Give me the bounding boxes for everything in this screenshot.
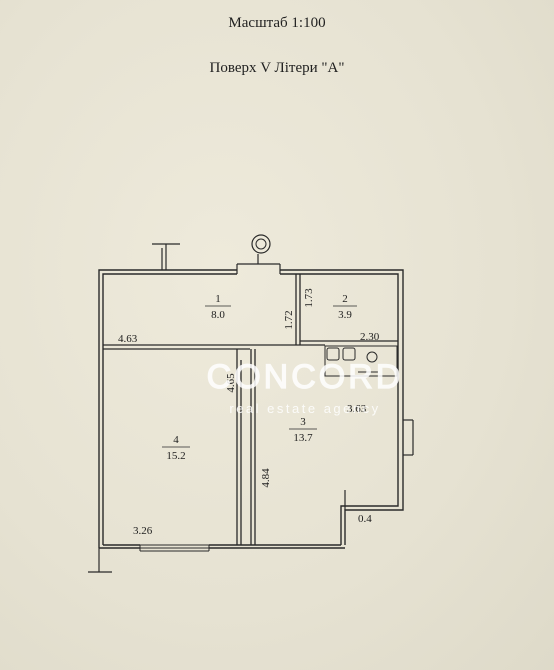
- vent-stub: [152, 243, 180, 270]
- dim-2-30: 2.30: [360, 331, 380, 343]
- dim-1-72: 1.72: [283, 310, 295, 329]
- watermark-tagline: real estate agency: [229, 401, 380, 416]
- corner-stub: [88, 548, 112, 573]
- room-2-area: 3.9: [338, 309, 352, 321]
- right-stub: [344, 419, 414, 510]
- dim-1-73: 1.73: [303, 288, 315, 308]
- vent-circle-icon: [251, 234, 271, 254]
- room-4-area: 15.2: [166, 450, 185, 462]
- dim-3-26: 3.26: [133, 525, 153, 537]
- concord-watermark: CONCORD real estate agency: [206, 357, 404, 416]
- watermark-brand: CONCORD: [207, 358, 404, 396]
- bottom-window: [139, 544, 210, 552]
- room-2-number: 2: [342, 293, 348, 305]
- dim-0-4: 0.4: [358, 513, 372, 525]
- dim-3-63: 3.63: [347, 403, 367, 415]
- top-window: [236, 254, 281, 274]
- interior-walls: [103, 274, 398, 545]
- dim-4-63: 4.63: [118, 333, 138, 345]
- room-1-number: 1: [215, 293, 221, 305]
- outer-walls: [98, 269, 404, 549]
- room-3-area: 13.7: [293, 432, 313, 444]
- scale-label: Масштаб 1:100: [228, 15, 326, 31]
- room-4-number: 4: [173, 434, 179, 446]
- dim-4-65: 4.65: [225, 373, 237, 393]
- room-3-number: 3: [300, 416, 306, 428]
- kitchen-fixtures: [324, 345, 398, 377]
- floor-label: Поверх V Літери "А": [209, 60, 345, 76]
- dim-4-84: 4.84: [260, 468, 272, 488]
- room-1-area: 8.0: [211, 309, 225, 321]
